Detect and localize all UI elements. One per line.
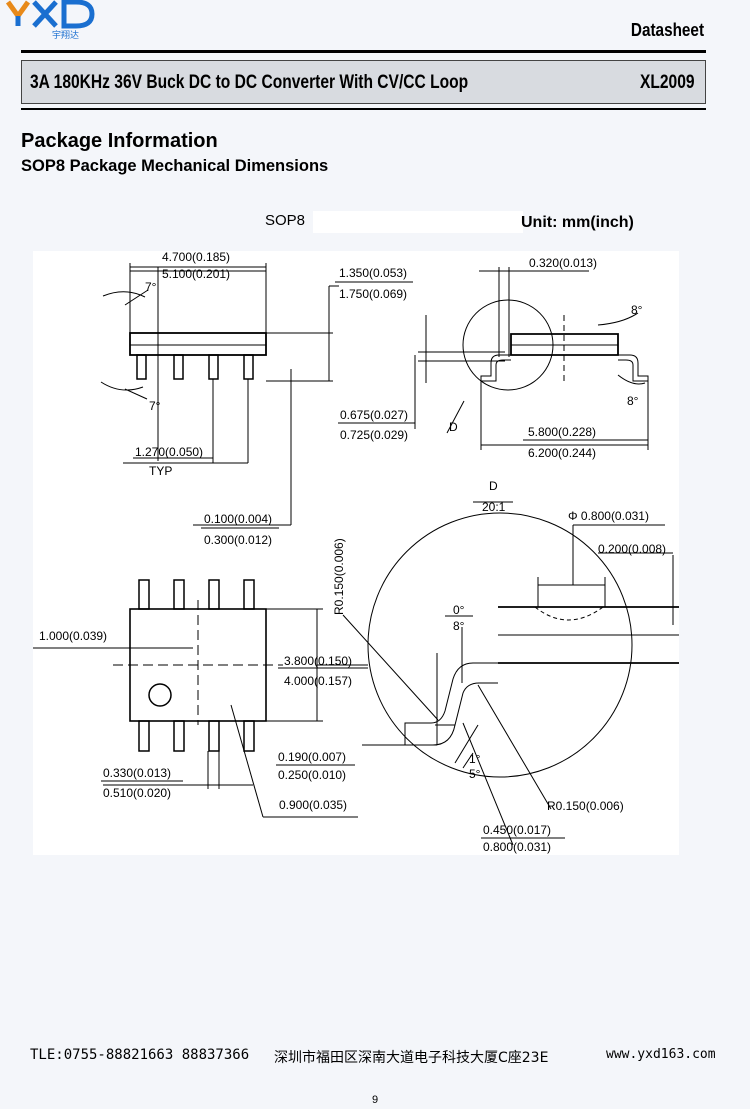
detail-title: D: [489, 479, 498, 493]
dim-ang-8: 8°: [453, 619, 465, 633]
unit-label: Unit: mm(inch): [521, 214, 634, 231]
dim-0200: 0.200(0.008): [598, 542, 666, 556]
footer-website: www.yxd163.com: [606, 1047, 716, 1062]
dim-r-lower: R0.150(0.006): [547, 799, 624, 813]
dim-0900: 0.900(0.035): [279, 798, 347, 812]
dim-l-max: 0.800(0.031): [483, 840, 551, 854]
dim-lead-w: 0.320(0.013): [529, 256, 597, 270]
dim-width-min: 3.800(0.150): [284, 654, 352, 668]
dim-c-max: 0.250(0.010): [278, 768, 346, 782]
dim-standoff-max: 0.725(0.029): [340, 428, 408, 442]
title-bar: 3A 180KHz 36V Buck DC to DC Converter Wi…: [21, 60, 706, 104]
side-view: [100, 263, 339, 526]
dim-pitch: 1.270(0.050): [135, 445, 203, 459]
dim-width-max: 4.000(0.157): [284, 674, 352, 688]
dim-r-vertical: R0.150(0.006): [332, 538, 346, 615]
dim-angle-7a: 7°: [145, 280, 157, 294]
product-title: 3A 180KHz 36V Buck DC to DC Converter Wi…: [30, 72, 469, 93]
dim-pitch-note: TYP: [149, 464, 172, 478]
footer-address: 深圳市福田区深南大道电子科技大厦C座23E: [274, 1050, 549, 1066]
dim-phi: Φ 0.800(0.031): [568, 509, 649, 523]
company-logo: 宇翔达: [0, 0, 100, 42]
dim-a1-max: 0.300(0.012): [204, 533, 272, 547]
dim-body-len-max: 5.100(0.201): [162, 267, 230, 281]
header-rule: [21, 50, 706, 53]
dim-height-max: 1.750(0.069): [339, 287, 407, 301]
dim-ang-5: 5°: [469, 767, 481, 781]
section-title: Package Information: [21, 130, 218, 152]
footer-tel: TLE:0755-88821663 88837366: [30, 1047, 250, 1063]
dim-c-min: 0.190(0.007): [278, 750, 346, 764]
dim-height-min: 1.350(0.053): [339, 266, 407, 280]
dim-ang-1: 1°: [469, 752, 481, 766]
top-view: [33, 579, 368, 818]
section-subtitle: SOP8 Package Mechanical Dimensions: [21, 157, 329, 175]
dim-b-max: 0.510(0.020): [103, 786, 171, 800]
doc-type: Datasheet: [630, 20, 704, 40]
dim-overall-max: 6.200(0.244): [528, 446, 596, 460]
dim-1000: 1.000(0.039): [39, 629, 107, 643]
part-number: XL2009: [640, 72, 695, 93]
title-rule: [21, 108, 706, 110]
package-label: SOP8: [265, 212, 305, 229]
detail-scale: 20:1: [482, 500, 506, 514]
dim-overall-min: 5.800(0.228): [528, 425, 596, 439]
mechanical-drawing: SOP8 Unit: mm(inch): [33, 205, 714, 855]
page-number: 9: [371, 1094, 379, 1106]
dim-ang-0: 0°: [453, 603, 465, 617]
dim-l-min: 0.450(0.017): [483, 823, 551, 837]
dim-standoff-min: 0.675(0.027): [340, 408, 408, 422]
dim-a1-min: 0.100(0.004): [204, 512, 272, 526]
drawing-svg: SOP8 Unit: mm(inch): [33, 211, 714, 855]
dim-angle-8b: 8°: [627, 394, 639, 408]
dim-detail-ref: D: [449, 420, 458, 434]
logo-subtext: 宇翔达: [52, 29, 79, 40]
dim-angle-8a: 8°: [631, 303, 643, 317]
dim-b-min: 0.330(0.013): [103, 766, 171, 780]
end-view: [414, 267, 649, 450]
dim-body-len-min: 4.700(0.185): [162, 250, 230, 264]
dim-angle-7b: 7°: [149, 399, 161, 413]
